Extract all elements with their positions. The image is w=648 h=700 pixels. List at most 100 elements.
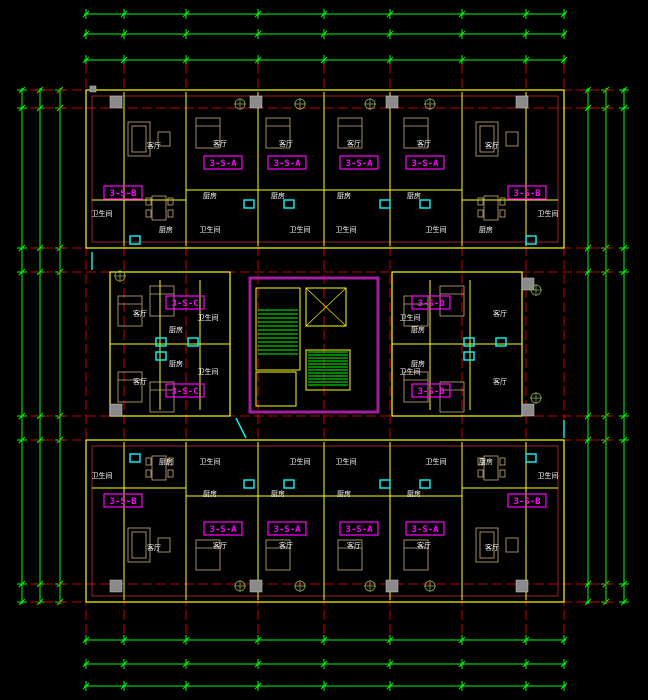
room-label-kitchen: 厨房: [411, 325, 425, 334]
unit-tag-d: 3-S-D: [411, 383, 451, 398]
room-labels: 客厅客厅客厅客厅客厅客厅客厅客厅客厅客厅客厅客厅客厅客厅客厅客厅厨房厨房厨房厨房…: [92, 139, 559, 552]
dining-set: [477, 195, 506, 221]
room-label-kitchen: 厨房: [271, 191, 285, 200]
plant: [114, 270, 126, 282]
room-label-bathroom: 卫生间: [92, 471, 113, 480]
room-label-kitchen: 厨房: [169, 325, 183, 334]
window: [419, 479, 431, 489]
room-label-bathroom: 卫生间: [426, 457, 447, 466]
window: [283, 479, 295, 489]
window: [525, 235, 537, 245]
window: [379, 199, 391, 209]
stair-treads: [258, 309, 348, 386]
room-label-living: 客厅: [133, 309, 147, 318]
room-label-living: 客厅: [147, 141, 161, 150]
window: [155, 337, 167, 347]
plant: [424, 98, 436, 110]
plant: [364, 98, 376, 110]
plant: [364, 580, 376, 592]
room-label-living: 客厅: [347, 541, 361, 550]
window: [243, 479, 255, 489]
room-label-kitchen: 厨房: [479, 457, 493, 466]
window: [463, 351, 475, 361]
unit-tag-a: 3-S-A: [267, 155, 307, 170]
stair-elevator-core: [248, 276, 380, 414]
room-label-living: 客厅: [493, 309, 507, 318]
column: [249, 95, 263, 109]
window: [283, 199, 295, 209]
dining-set: [477, 455, 506, 481]
room-label-living: 客厅: [147, 543, 161, 552]
furniture: [114, 98, 542, 592]
room-label-living: 客厅: [279, 541, 293, 550]
room-label-living: 客厅: [279, 139, 293, 148]
bed: [403, 539, 429, 571]
unit-tag-b: 3-S-B: [103, 185, 143, 200]
room-label-kitchen: 厨房: [271, 489, 285, 498]
sofa-set: [127, 121, 171, 157]
room-label-bathroom: 卫生间: [200, 225, 221, 234]
sofa-set: [475, 527, 519, 563]
windows: [91, 199, 565, 489]
room-label-bathroom: 卫生间: [92, 209, 113, 218]
room-label-kitchen: 厨房: [407, 191, 421, 200]
structural-columns: [89, 85, 535, 593]
bed: [149, 285, 175, 317]
window: [379, 479, 391, 489]
window: [129, 453, 141, 463]
room-label-bathroom: 卫生间: [538, 209, 559, 218]
room-label-kitchen: 厨房: [407, 489, 421, 498]
room-label-bathroom: 卫生间: [336, 457, 357, 466]
sofa-set: [475, 121, 519, 157]
unit-tag-b: 3-S-B: [507, 185, 547, 200]
room-label-kitchen: 厨房: [479, 225, 493, 234]
unit-tag-b: 3-S-B: [507, 493, 547, 508]
dining-set: [145, 195, 174, 221]
bed: [403, 371, 429, 403]
unit-tag-b: 3-S-B: [103, 493, 143, 508]
bed: [117, 295, 143, 327]
plant: [234, 98, 246, 110]
room-label-living: 客厅: [417, 139, 431, 148]
unit-tag-label: 3-S-A: [345, 525, 373, 535]
bed: [337, 117, 363, 149]
unit-tag-a: 3-S-A: [267, 521, 307, 536]
column: [109, 403, 123, 417]
room-label-kitchen: 厨房: [169, 359, 183, 368]
room-label-bathroom: 卫生间: [426, 225, 447, 234]
unit-tag-label: 3-S-A: [209, 525, 237, 535]
dining-set: [145, 455, 174, 481]
unit-tag-c: 3-S-C: [165, 295, 205, 310]
unit-tag-a: 3-S-A: [339, 155, 379, 170]
room-label-living: 客厅: [485, 543, 499, 552]
window: [187, 337, 199, 347]
bed: [337, 539, 363, 571]
unit-tag-label: 3-S-D: [417, 299, 445, 309]
column: [385, 95, 399, 109]
window: [129, 235, 141, 245]
room-label-kitchen: 厨房: [337, 191, 351, 200]
room-label-bathroom: 卫生间: [200, 457, 221, 466]
column: [249, 579, 263, 593]
room-label-living: 客厅: [417, 541, 431, 550]
unit-tag-label: 3-S-A: [273, 525, 301, 535]
bed: [265, 117, 291, 149]
unit-tag-label: 3-S-C: [171, 387, 198, 397]
unit-tag-label: 3-S-A: [411, 159, 439, 169]
bed: [403, 117, 429, 149]
bed: [195, 117, 221, 149]
bed: [439, 285, 465, 317]
room-label-living: 客厅: [493, 377, 507, 386]
room-label-kitchen: 厨房: [159, 225, 173, 234]
window: [235, 417, 247, 439]
room-label-living: 客厅: [213, 139, 227, 148]
room-label-kitchen: 厨房: [159, 457, 173, 466]
unit-tag-a: 3-S-A: [339, 521, 379, 536]
window: [495, 337, 507, 347]
unit-tag-label: 3-S-A: [411, 525, 439, 535]
room-label-bathroom: 卫生间: [538, 471, 559, 480]
window: [463, 337, 475, 347]
plant: [294, 98, 306, 110]
